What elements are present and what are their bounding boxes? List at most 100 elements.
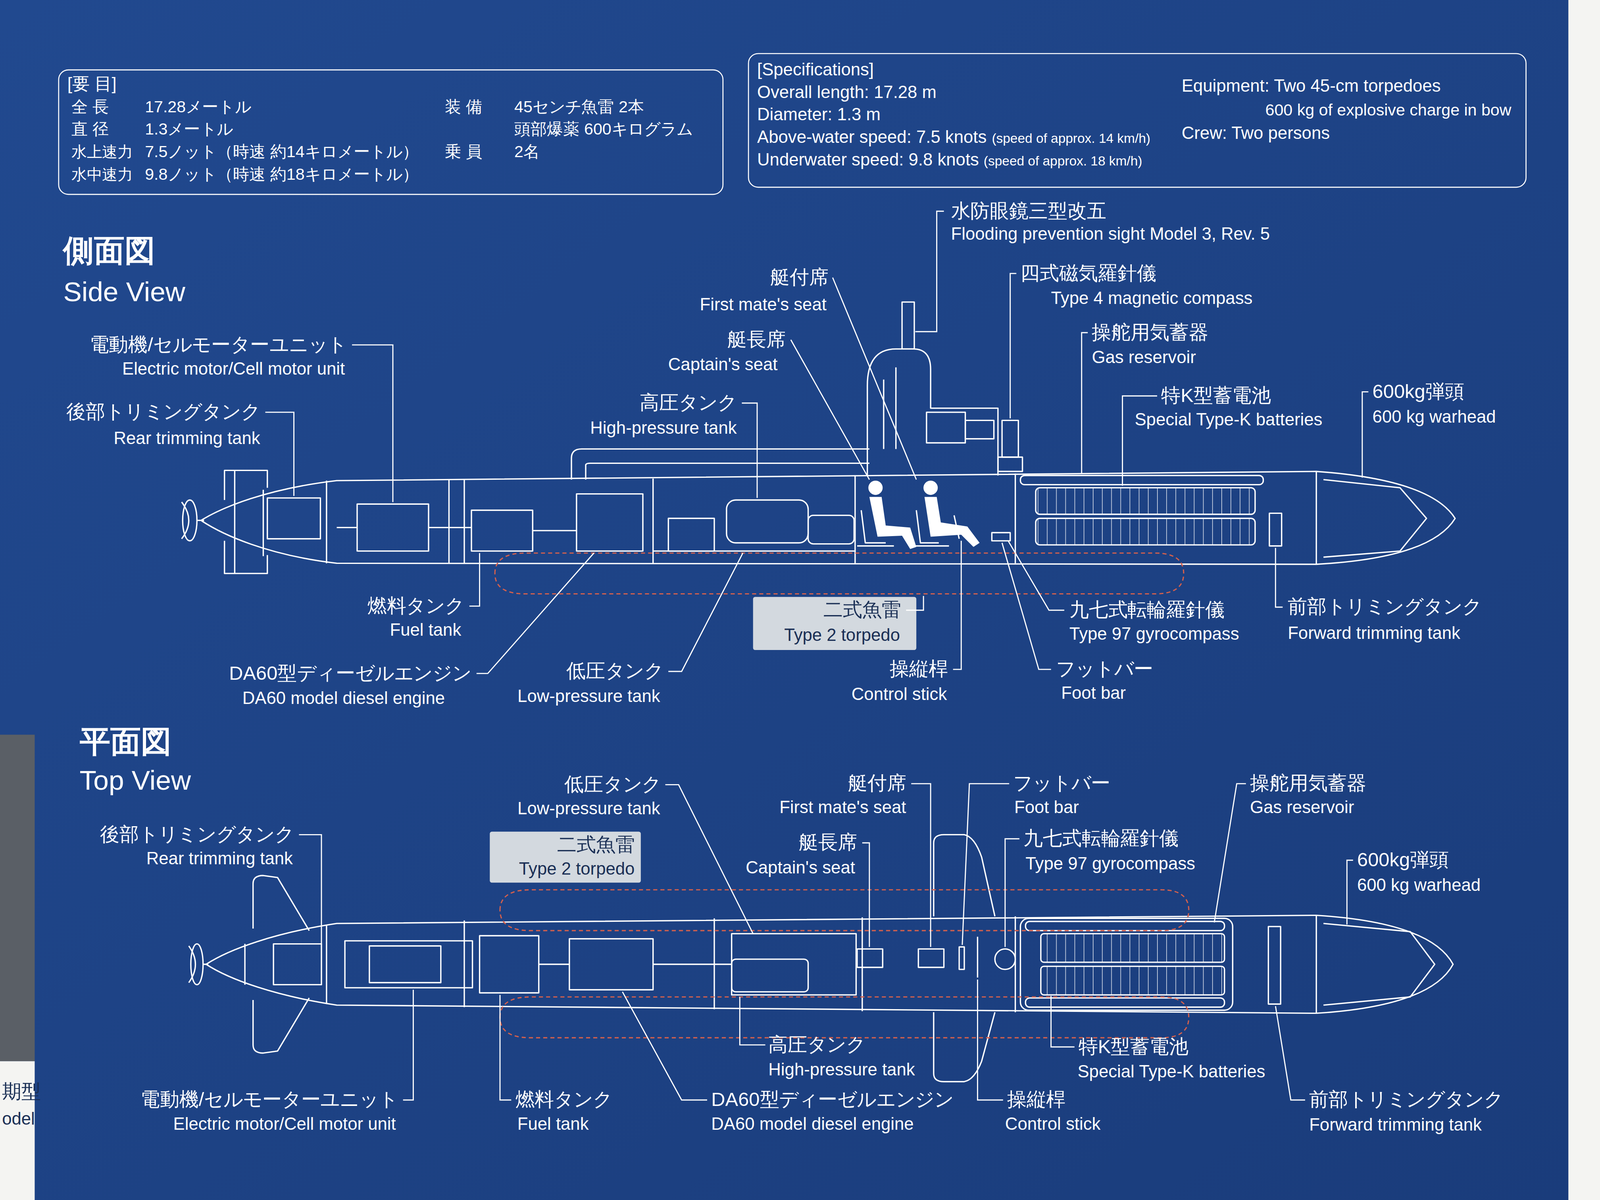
callout-label: Flooding prevention sight Model 3, Rev. … [951, 224, 1271, 245]
label-patch [489, 831, 641, 883]
callout-label: Forward trimming tank [1287, 623, 1461, 644]
callout-label: Gas reservoir [1250, 798, 1354, 818]
spec-text: Underwater speed: 9.8 knots [757, 150, 979, 170]
callout-label: Fuel tank [517, 1114, 589, 1135]
callout-label: 高圧タンク [639, 391, 737, 414]
spec-text: 45センチ魚雷 2本 [514, 98, 645, 117]
callout-label: Type 97 gyrocompass [1025, 853, 1196, 874]
callout-label: 四式磁気羅針儀 [1020, 262, 1156, 285]
callout-label: 燃料タンク [367, 594, 465, 618]
callout-label: 操縦桿 [889, 658, 949, 681]
spec-text: 装 備 [444, 98, 483, 117]
callout-label: Low-pressure tank [517, 686, 661, 707]
callout-label: 電動機/セルモーターユニット [89, 333, 348, 356]
callout-label: DA60型ディーゼルエンジン [711, 1088, 954, 1112]
top-view [188, 834, 1454, 1082]
spec-text: 全 長 [71, 98, 109, 117]
callout-label: 燃料タンク [515, 1088, 613, 1112]
spec-text: 水上速力 [71, 142, 133, 161]
callout-label: Electric motor/Cell motor unit [122, 359, 345, 379]
callout-label: 操舵用気蓄器 [1091, 321, 1208, 344]
callout-label: Control stick [1005, 1114, 1101, 1135]
callout-label: 電動機/セルモーターユニット [140, 1088, 399, 1112]
callout-label: Foot bar [1014, 798, 1079, 818]
callout-label: First mate's seat [779, 798, 906, 818]
callout-label: 水防眼鏡三型改五 [951, 200, 1107, 223]
spec-text: 7.5ノット（時速 約14キロメートル） [144, 142, 419, 162]
callout-label: Electric motor/Cell motor unit [173, 1114, 397, 1135]
spec-text: (speed of approx. 18 km/h) [983, 153, 1143, 170]
callout-label: 低圧タンク [564, 773, 662, 796]
callout-label: Rear trimming tank [113, 428, 260, 449]
spec-text: 9.8ノット（時速 約18キロメートル） [144, 165, 419, 185]
callout-label: Low-pressure tank [517, 798, 661, 819]
crew-figures [868, 480, 980, 549]
callout-label: 600 kg warhead [1372, 407, 1497, 427]
callout-label: DA60 model diesel engine [242, 688, 445, 709]
callout-label: 九七式転輪羅針儀 [1069, 598, 1225, 622]
callout-label: 後部トリミングタンク [66, 401, 261, 424]
callout-label: 操縦桿 [1007, 1088, 1066, 1112]
spec-text: (speed of approx. 14 km/h) [991, 131, 1150, 147]
spec-text: 水中速力 [71, 165, 133, 183]
callout-label: Forward trimming tank [1309, 1115, 1482, 1136]
callout-label: Special Type-K batteries [1134, 410, 1323, 431]
callout-label: 操舵用気蓄器 [1250, 772, 1367, 795]
side-panel [1568, 0, 1600, 1200]
callout-label: Captain's seat [745, 858, 856, 879]
callout-label: 艇付席 [848, 772, 907, 795]
side-view [181, 301, 1456, 594]
callout-label: 九七式転輪羅針儀 [1023, 827, 1179, 850]
spec-box: [要 目] 全 長 17.28メートル直 径 1.3メートル水上速力 7.5ノット（時速… [58, 69, 724, 195]
callout-label: 前部トリミングタンク [1309, 1088, 1504, 1112]
view-heading: Side View [63, 276, 185, 308]
callout-label: Foot bar [1061, 683, 1126, 704]
callout-label: DA60型ディーゼルエンジン [228, 662, 472, 685]
callout-label: Control stick [851, 684, 948, 705]
spec-text: [Specifications] [757, 60, 874, 81]
callout-label: Captain's seat [668, 355, 778, 375]
photo-strip [0, 734, 35, 1062]
spec-text: [要 目] [67, 74, 117, 95]
spec-text: 2名 [514, 142, 540, 162]
callout-label: Rear trimming tank [146, 848, 293, 869]
callout-label: 後部トリミングタンク [100, 823, 295, 846]
callout-label: 艇長席 [727, 328, 786, 351]
spec-text: Overall length: 17.28 m [757, 82, 937, 103]
callout-label: 600kg弾頭 [1372, 380, 1465, 403]
spec-text: 1.3メートル [144, 120, 233, 139]
callout-label: 特K型蓄電池 [1161, 384, 1272, 407]
patch-label: 二式魚雷 [823, 598, 901, 622]
patch-label: Type 2 torpedo [784, 625, 900, 646]
spec-text: Above-water speed: 7.5 knots [757, 127, 987, 148]
spec-text: 頭部爆薬 600キログラム [514, 120, 693, 139]
label-patch [753, 596, 917, 650]
callout-label: 艇長席 [798, 831, 858, 854]
callout-label: 艇付席 [770, 266, 829, 289]
leader-lines [265, 211, 1369, 1100]
callout-label: Gas reservoir [1091, 348, 1196, 368]
view-heading: 側面図 [63, 233, 155, 269]
view-heading: Top View [79, 764, 191, 797]
callout-label: Type 4 magnetic compass [1051, 288, 1253, 309]
callout-label: 低圧タンク [566, 660, 664, 683]
spec-text: 17.28メートル [144, 98, 252, 117]
spec-text: 乗 員 [444, 142, 483, 162]
edge-fragment: odel [1, 1109, 35, 1129]
spec-text: Crew: Two persons [1181, 123, 1330, 144]
callout-label: Special Type-K batteries [1077, 1062, 1266, 1083]
edge-fragment: 期型 [1, 1080, 41, 1103]
callout-label: 600 kg warhead [1357, 875, 1481, 896]
callout-label: 高圧タンク [768, 1033, 866, 1056]
spec-text: 直 径 [71, 120, 109, 139]
callout-label: Type 97 gyrocompass [1069, 624, 1240, 645]
patch-label: 二式魚雷 [557, 833, 635, 856]
callout-label: Fuel tank [389, 620, 462, 641]
callout-label: First mate's seat [700, 294, 827, 315]
view-heading: 平面図 [79, 723, 172, 760]
spec-text: 600 kg of explosive charge in bow [1265, 101, 1512, 120]
callout-label: 600kg弾頭 [1357, 848, 1449, 872]
spec-text: Diameter: 1.3 m [757, 105, 881, 125]
callout-label: フットバー [1055, 658, 1153, 681]
